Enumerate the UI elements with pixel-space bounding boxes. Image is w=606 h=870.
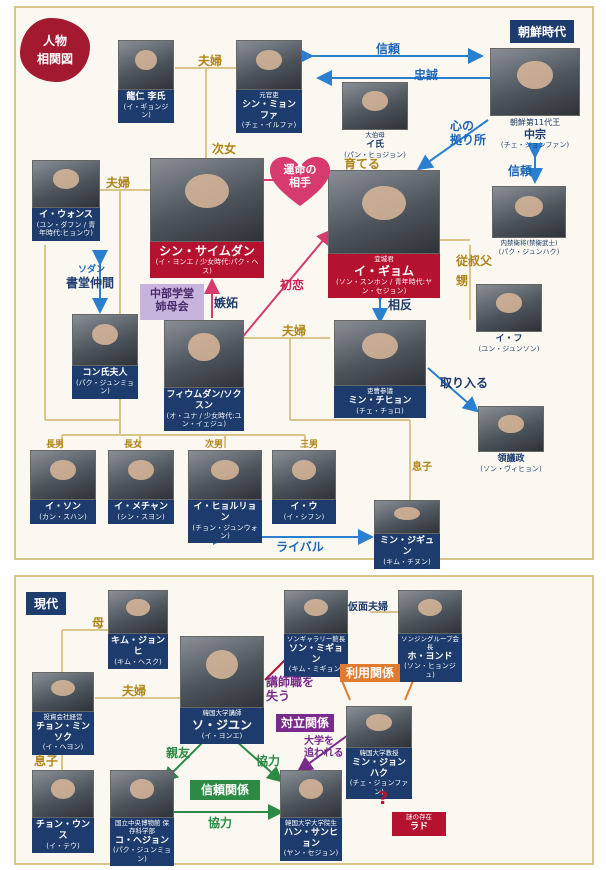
rel-shinrai-2: 信頼: [508, 164, 533, 178]
portrait-image: [478, 406, 544, 452]
person-jigyun[interactable]: ミン・ジギュン(キム・チヌン): [374, 500, 440, 569]
rel-hatsukoi: 初恋: [280, 278, 305, 292]
portrait-image: [30, 450, 96, 500]
rel-oi: 甥: [456, 274, 469, 288]
person-kim-jeonghee[interactable]: キム・ジョンヒ(キム・ヘスク): [108, 590, 168, 669]
rel-fufu-2: 夫婦: [106, 176, 131, 190]
person-gong[interactable]: コン氏夫人(パク・ジュンミョン): [72, 314, 138, 399]
rel-soshu: 従叔父: [456, 254, 493, 268]
portrait-image: [476, 284, 542, 332]
portrait-image: [346, 706, 412, 748]
person-daebi[interactable]: 大伯母イ氏(パン・ヒョジョン): [342, 82, 408, 162]
rel-jinan: 次男: [205, 440, 224, 450]
rel-rival: ライバル: [276, 540, 324, 554]
person-unsu[interactable]: チョン・ウンス(イ・テウ): [32, 770, 94, 853]
person-gwanghyeon[interactable]: 領議政(ソン・ヴィヒョン): [478, 406, 544, 476]
portrait-image: [164, 320, 244, 388]
person-rado[interactable]: 謎の存在ラド: [392, 812, 446, 836]
rel-kyoryoku-2: 協力: [208, 816, 233, 830]
rel-chojo: 長女: [124, 440, 143, 450]
portrait-image: [490, 48, 580, 116]
rel-sohan: 相反: [388, 298, 413, 312]
person-saimdang[interactable]: シン・サイムダン(イ・ヨンエ / 少女時代:パク・ヘス): [150, 158, 264, 279]
rel-koshi: 講師職を 失う: [266, 675, 315, 703]
rel-kyoryoku-1: 協力: [256, 754, 281, 768]
rel-haha: 母: [92, 616, 105, 630]
rel-kamen: 仮面夫婦: [348, 602, 388, 613]
portrait-image: [334, 320, 426, 386]
person-hyeondo[interactable]: ソンジングループ会長ホ・ヨンド(ソン・ヒョンジュ): [398, 590, 462, 683]
rel-sannan: 三男: [300, 440, 319, 450]
portrait-image: [108, 590, 168, 634]
person-sanghyeon[interactable]: 韓国大学大学院生ハン・サンヒョン(ヤン・セジョン): [280, 770, 342, 861]
rel-musuko: 息子: [412, 462, 432, 473]
era-badge-modern: 現代: [26, 592, 67, 615]
rel-question-icon: ?: [378, 788, 389, 809]
rel-fufu-1: 夫婦: [198, 54, 223, 68]
rel-shitto: 嫉妬: [214, 296, 239, 310]
portrait-image: [32, 770, 94, 818]
person-jungjong[interactable]: 朝鮮第11代王中宗(チェ・ジョンファン): [490, 48, 580, 152]
portrait-image: [188, 450, 262, 500]
person-jiyun[interactable]: 韓国大学講師ソ・ジユン(イ・ヨンエ): [180, 636, 264, 744]
portrait-image: [342, 82, 408, 130]
rel-shinyu: 親友: [166, 746, 191, 760]
rel-shinrai-badge: 信頼関係: [190, 780, 260, 800]
rel-sodateru: 育てる: [344, 157, 381, 171]
rel-chonan: 長男: [46, 440, 65, 450]
rel-chusei: 忠誠: [414, 68, 439, 82]
portrait-image: [32, 160, 100, 208]
portrait-image: [236, 40, 302, 90]
person-lee-mother[interactable]: 龍仁 李氏(イ・ギョンジン): [118, 40, 174, 123]
person-maechang[interactable]: イ・メチャン(シン・スヨン): [108, 450, 174, 525]
rel-riyo-badge: 利用関係: [340, 664, 400, 682]
rel-tairitsu-badge: 対立関係: [276, 714, 334, 732]
person-minseok[interactable]: 投資会社経営チョン・ミンソク(イ・ヘヨン): [32, 672, 94, 755]
rel-jijo: 次女: [212, 142, 237, 156]
rel-unmei-heart: 運命の 相手: [268, 156, 332, 208]
rel-daigaku: 大学を 追われる: [304, 736, 344, 759]
rel-sodan: ソダン: [78, 265, 106, 275]
person-chiheon[interactable]: 吏曹参議ミン・チヒョン(チェ・チョロ): [334, 320, 426, 418]
rel-shodo: 書堂仲間: [66, 276, 115, 290]
portrait-image: [118, 40, 174, 90]
heart-icon: [270, 157, 330, 206]
person-iwonsu[interactable]: イ・ウォンス(ユン・ダフン / 青年時代:ヒョンウ): [32, 160, 100, 241]
rel-chubu-badge: 中部学堂 姉母会: [140, 284, 204, 320]
portrait-image: [328, 170, 440, 254]
person-naegeum[interactable]: 内禁衛将(禁衛武士)(パク・ジュンハク): [492, 186, 566, 259]
portrait-image: [284, 590, 348, 634]
portrait-image: [280, 770, 342, 818]
portrait-image: [32, 672, 94, 712]
person-ison[interactable]: イ・ソン(カン・スハン): [30, 450, 96, 525]
chart-title: 人物 相関図: [20, 18, 90, 82]
person-ihu[interactable]: イ・フ(ユン・ジュンソン): [476, 284, 542, 356]
portrait-image: [374, 500, 440, 534]
rel-fufu-modern: 夫婦: [122, 684, 147, 698]
person-shin-father[interactable]: 元官吏シン・ミョンファ(チェ・イルファ): [236, 40, 302, 133]
portrait-image: [110, 770, 174, 818]
portrait-image: [272, 450, 336, 500]
portrait-image: [108, 450, 174, 500]
person-junghak[interactable]: 韓国大学教授ミン・ジョンハク(チェ・ジョンファン): [346, 706, 412, 800]
person-hyeollyong[interactable]: イ・ヒョルリョン(チョン・ジュンウォン): [188, 450, 262, 544]
rel-kokoro: 心の 拠り所: [450, 119, 487, 147]
era-badge-joseon: 朝鮮時代: [510, 20, 575, 43]
rel-toriiru: 取り入る: [440, 376, 489, 390]
portrait-image: [72, 314, 138, 366]
portrait-image: [492, 186, 566, 238]
person-mikyeong[interactable]: ソンギャラリー館長ソン・ミギョン(キム・ミギョン): [284, 590, 348, 677]
rel-fufu-3: 夫婦: [282, 324, 307, 338]
portrait-image: [180, 636, 264, 708]
person-gyeom[interactable]: 宜城君イ・ギョム(ソン・スンホン / 青年時代:ヤン・セジョン): [328, 170, 440, 298]
portrait-image: [150, 158, 264, 242]
person-iu[interactable]: イ・ウ(イ・シフン): [272, 450, 336, 525]
person-heejeong[interactable]: 国立中央博物館 保存科学部コ・ヘジョン(パク・ジュンミョン): [110, 770, 174, 867]
portrait-image: [398, 590, 462, 634]
person-hwiumdang[interactable]: フィウムダン/ソクスン(オ・ユナ / 少女時代:ユン・イェジュ): [164, 320, 244, 432]
rel-shinrai-1: 信頼: [376, 42, 401, 56]
rel-musuko-modern: 息子: [34, 754, 59, 768]
